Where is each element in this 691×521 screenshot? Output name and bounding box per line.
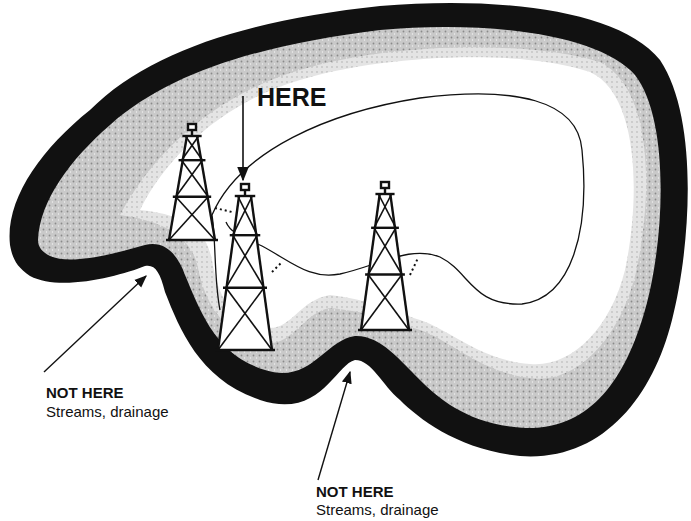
inner-fade [120, 47, 646, 379]
warning-label: NOT HERE [46, 385, 124, 402]
middle-band [38, 27, 661, 428]
drilling-rig [166, 124, 232, 240]
leader-arrow [318, 372, 350, 480]
here-label: HERE [257, 84, 326, 112]
inner-zone [140, 57, 634, 364]
warning-label: NOT HERE [316, 484, 394, 501]
note-label: Streams, drainage [316, 502, 439, 519]
drilling-rig [215, 184, 282, 350]
leader-arrow [44, 276, 146, 372]
note-label: Streams, drainage [46, 404, 169, 421]
outer-band [10, 3, 688, 456]
here-arrow [242, 96, 244, 180]
drilling-rig [358, 182, 418, 330]
